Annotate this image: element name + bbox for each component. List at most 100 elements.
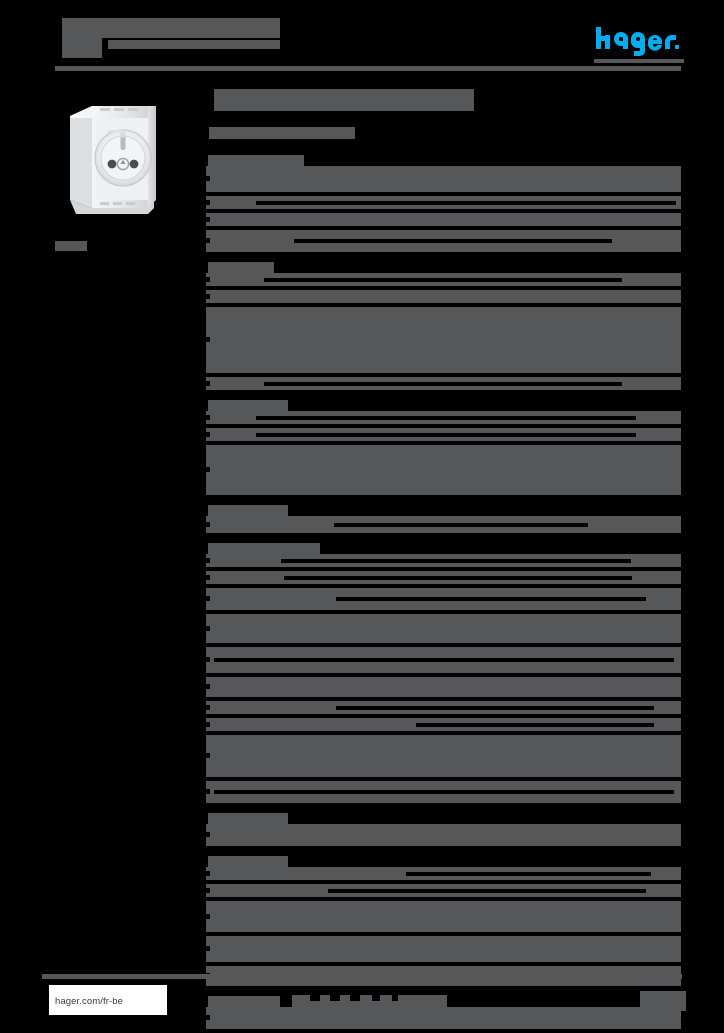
spec-row-label xyxy=(206,432,210,437)
spec-row-separator xyxy=(206,610,681,614)
spec-row-value xyxy=(416,723,654,727)
spec-row-value xyxy=(256,416,636,420)
spec-section-heading-label xyxy=(208,505,288,516)
spec-row xyxy=(206,273,681,286)
footer-center-text xyxy=(292,995,447,1010)
spec-row xyxy=(206,213,681,226)
header-subtitle xyxy=(108,40,280,49)
spec-row-label xyxy=(206,217,210,222)
spec-row-label xyxy=(206,626,210,631)
spec-row-label xyxy=(206,753,210,758)
spec-row-separator xyxy=(206,252,681,256)
spec-row-label xyxy=(206,381,210,386)
spec-row-label xyxy=(206,888,210,893)
spec-row-label xyxy=(206,415,210,420)
spec-row xyxy=(206,824,681,846)
spec-section-heading-label xyxy=(208,813,288,824)
spec-section-heading-label xyxy=(208,155,304,166)
spec-row-value xyxy=(264,278,622,282)
spec-row-value xyxy=(294,239,612,243)
spec-row xyxy=(206,647,681,673)
spec-row xyxy=(206,867,681,880)
footer-url-box xyxy=(49,985,167,1015)
spec-row xyxy=(206,614,681,643)
spec-row xyxy=(206,166,681,192)
spec-row xyxy=(206,677,681,697)
spec-row-label xyxy=(206,337,210,342)
spec-row-label xyxy=(206,522,210,527)
spec-row-separator xyxy=(206,373,681,377)
spec-row-label xyxy=(206,596,210,601)
spec-row xyxy=(206,1007,681,1029)
spec-row xyxy=(206,781,681,803)
header-rule xyxy=(55,66,681,71)
spec-row-separator xyxy=(206,777,681,781)
spec-section-heading xyxy=(206,856,681,867)
spec-row-separator xyxy=(206,897,681,901)
spec-row-label xyxy=(206,705,210,710)
spec-row-label xyxy=(206,832,210,837)
spec-row-value xyxy=(336,597,646,601)
spec-row-label xyxy=(206,176,210,181)
page-title xyxy=(206,85,681,111)
spec-row-separator xyxy=(206,303,681,307)
spec-row-value xyxy=(336,706,654,710)
spec-row-label xyxy=(206,294,210,299)
spec-row xyxy=(206,230,681,252)
spec-row-value xyxy=(214,658,674,662)
spec-row-value xyxy=(328,889,646,893)
spec-row-label xyxy=(206,238,210,243)
spec-row xyxy=(206,554,681,567)
spec-row-label xyxy=(206,871,210,876)
spec-row-separator xyxy=(206,192,681,196)
spec-row-label xyxy=(206,722,210,727)
spec-row-separator xyxy=(206,803,681,807)
spec-row-separator xyxy=(206,697,681,701)
spec-row-separator xyxy=(206,714,681,718)
spec-row-separator xyxy=(206,986,681,990)
spec-row-value xyxy=(256,433,636,437)
spec-row-separator xyxy=(206,286,681,290)
spec-row xyxy=(206,196,681,209)
spec-row-separator xyxy=(206,495,681,499)
product-image xyxy=(52,88,180,228)
spec-row-separator xyxy=(206,731,681,735)
spec-row-separator xyxy=(206,880,681,884)
spec-row-separator xyxy=(206,673,681,677)
spec-row xyxy=(206,377,681,390)
spec-row xyxy=(206,445,681,495)
spec-section-heading-label xyxy=(208,400,288,411)
spec-row-value xyxy=(281,559,631,563)
spec-section-heading-label xyxy=(208,543,320,554)
spec-row xyxy=(206,884,681,897)
spec-row-separator xyxy=(206,441,681,445)
spec-row xyxy=(206,428,681,441)
header-title xyxy=(62,18,280,38)
spec-row xyxy=(206,718,681,731)
spec-row-separator xyxy=(206,962,681,966)
spec-section-heading xyxy=(206,155,681,166)
spec-row-label xyxy=(206,575,210,580)
footer-rule xyxy=(42,974,682,979)
spec-row-label xyxy=(206,558,210,563)
spec-row-separator xyxy=(206,533,681,537)
spec-row xyxy=(206,701,681,714)
spec-section-heading xyxy=(206,505,681,516)
spec-row-separator xyxy=(206,567,681,571)
hager-logo xyxy=(594,26,684,56)
footer-url[interactable]: hager.com/fr-be xyxy=(55,996,124,1007)
main-content xyxy=(206,85,681,1033)
spec-row xyxy=(206,588,681,610)
spec-row xyxy=(206,936,681,962)
spec-row-label xyxy=(206,789,210,794)
spec-row-separator xyxy=(206,390,681,394)
spec-row xyxy=(206,411,681,424)
spec-row-separator xyxy=(206,1029,681,1033)
spec-row-label xyxy=(206,277,210,282)
header-title-line2 xyxy=(62,38,102,58)
page-subtitle xyxy=(206,127,681,147)
specification-table xyxy=(206,155,681,1033)
spec-row-separator xyxy=(206,209,681,213)
product-caption xyxy=(55,241,87,251)
